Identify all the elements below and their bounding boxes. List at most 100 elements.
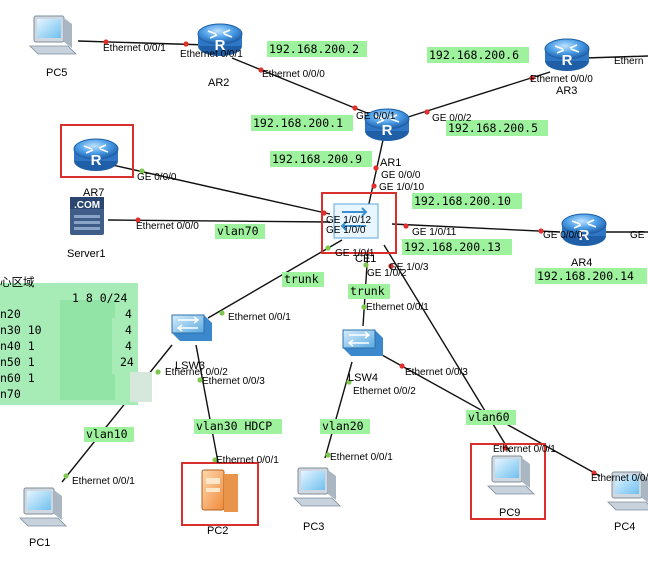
- port-label: Ethernet 0/0/1: [180, 49, 243, 60]
- port-label: GE 1/0/1: [335, 248, 375, 259]
- link-ar2-ar1: [231, 57, 373, 116]
- ar7-router[interactable]: [73, 138, 119, 172]
- port-dot: [502, 445, 508, 451]
- port-label: GE 1/0/12: [326, 215, 371, 226]
- port-labels: Ethernet 0/0/1 Ethernet 0/0/1 Ethernet 0…: [72, 43, 648, 487]
- port-label: GE 1/0/3: [389, 262, 429, 273]
- ip-label: 192.168.200.1: [253, 116, 343, 130]
- port-label: GE 0/0/0: [543, 230, 583, 241]
- pc4-label: PC4: [614, 521, 635, 533]
- port-dot: [135, 217, 141, 223]
- link-ar1-ce1: [367, 139, 384, 209]
- pc5-label: PC5: [46, 67, 67, 79]
- port-label: Ethernet 0/0/1: [493, 444, 556, 455]
- legend-row: n40 1: [0, 339, 35, 353]
- pc3-label: PC3: [303, 521, 324, 533]
- legend-row: n70: [0, 387, 21, 401]
- ip-label: 192.168.200.5: [448, 121, 538, 135]
- port-dot: [346, 379, 352, 385]
- link-ar3-right: [584, 55, 648, 59]
- lsw3-switch[interactable]: [171, 314, 213, 342]
- link-ce1-lsw3: [207, 239, 343, 319]
- ar3-router[interactable]: [544, 38, 590, 72]
- port-label: Ethernet 0/0/1: [216, 455, 279, 466]
- pc2-label: PC2: [207, 525, 228, 537]
- port-label: Ethernet 0/0/0: [530, 74, 593, 85]
- link-server1-ce1: [107, 219, 331, 223]
- link-lsw3-pc2: [195, 344, 219, 463]
- port-label: GE 1/0/0: [326, 225, 366, 236]
- link-tags: vlan70 trunk trunk vlan10 vlan30 HDCP vl…: [84, 224, 516, 442]
- link-ar1-ar3: [404, 71, 551, 119]
- port-dot: [352, 105, 358, 111]
- legend-blur: [130, 372, 152, 402]
- port-label: GE 0/0/2: [432, 113, 472, 124]
- port-dot: [63, 473, 69, 479]
- port-label: GE: [630, 230, 645, 241]
- pc5-device[interactable]: [29, 15, 77, 55]
- port-label: Ethernet 0/0/3: [202, 376, 265, 387]
- vlan-tag: vlan10: [86, 427, 128, 441]
- legend-tail: 24: [120, 355, 134, 369]
- port-dot: [399, 363, 405, 369]
- lsw4-switch[interactable]: [342, 329, 384, 357]
- ar7-highlight-box: [60, 124, 134, 178]
- server-logo-text: .COM: [74, 200, 100, 211]
- ar2-label: AR2: [208, 77, 229, 89]
- pc1-label: PC1: [29, 537, 50, 549]
- ce1-switch[interactable]: [333, 203, 379, 239]
- port-dot: [139, 168, 145, 174]
- server1-label: Server1: [67, 248, 106, 260]
- port-dot: [363, 262, 369, 268]
- ip-label: 192.168.200.14: [537, 269, 634, 283]
- port-label: Ethernet 0/0/1: [591, 473, 648, 484]
- port-label: GE 1/0/2: [367, 268, 407, 279]
- link-lsw3-pc1: [61, 344, 173, 483]
- vlan-tag: vlan60: [468, 410, 510, 424]
- port-dot: [212, 457, 218, 463]
- port-dots: [63, 39, 597, 479]
- pc9-device[interactable]: [487, 455, 535, 495]
- legend-row: n20: [0, 307, 21, 321]
- port-label: Ethern: [614, 56, 643, 67]
- port-label: Ethernet 0/0/0: [262, 69, 325, 80]
- legend-title: 心区域: [0, 275, 35, 289]
- port-dot: [388, 263, 394, 269]
- legend-blur: [60, 300, 115, 400]
- port-label: Ethernet 0/0/1: [103, 43, 166, 54]
- port-label: Ethernet 0/0/1: [330, 452, 393, 463]
- port-label: GE 1/0/11: [412, 227, 457, 238]
- port-dot: [538, 228, 544, 234]
- links: [61, 40, 648, 483]
- ce1-highlight-box: [321, 192, 397, 254]
- port-dot: [197, 377, 203, 383]
- port-label: GE 0/0/0: [137, 172, 177, 183]
- legend-row: n30 10: [0, 323, 42, 337]
- legend-row: n50 1: [0, 355, 35, 369]
- ar1-label: AR1: [380, 157, 401, 169]
- port-label: GE 1/0/10: [379, 182, 424, 193]
- legend-tail: 4: [125, 323, 132, 337]
- legend-tail: 4: [125, 307, 132, 321]
- ip-label: 192.168.200.6: [429, 48, 519, 62]
- server1-device[interactable]: .COM: [70, 197, 104, 235]
- ip-labels: 192.168.200.2 192.168.200.6 192.168.200.…: [251, 41, 647, 284]
- port-label: Ethernet 0/0/0: [136, 221, 199, 232]
- port-dot: [183, 41, 189, 47]
- ip-label: 192.168.200.9: [272, 152, 362, 166]
- link-lsw4-pc3: [324, 361, 353, 459]
- lsw3-label: LSW3: [175, 360, 205, 372]
- port-dot: [103, 39, 109, 45]
- pc1-device[interactable]: [19, 487, 67, 527]
- port-dot: [155, 369, 161, 375]
- pc3-device[interactable]: [293, 467, 341, 507]
- port-dot: [373, 165, 379, 171]
- port-dot: [371, 183, 377, 189]
- link-ce1-ar4: [391, 223, 561, 233]
- port-label: GE 0/0/1: [356, 111, 396, 122]
- legend-tail: 4: [125, 339, 132, 353]
- ar4-label: AR4: [571, 257, 592, 269]
- pc2-device[interactable]: [201, 469, 238, 512]
- legend-row0-tail: 1 8 0/24: [72, 291, 127, 305]
